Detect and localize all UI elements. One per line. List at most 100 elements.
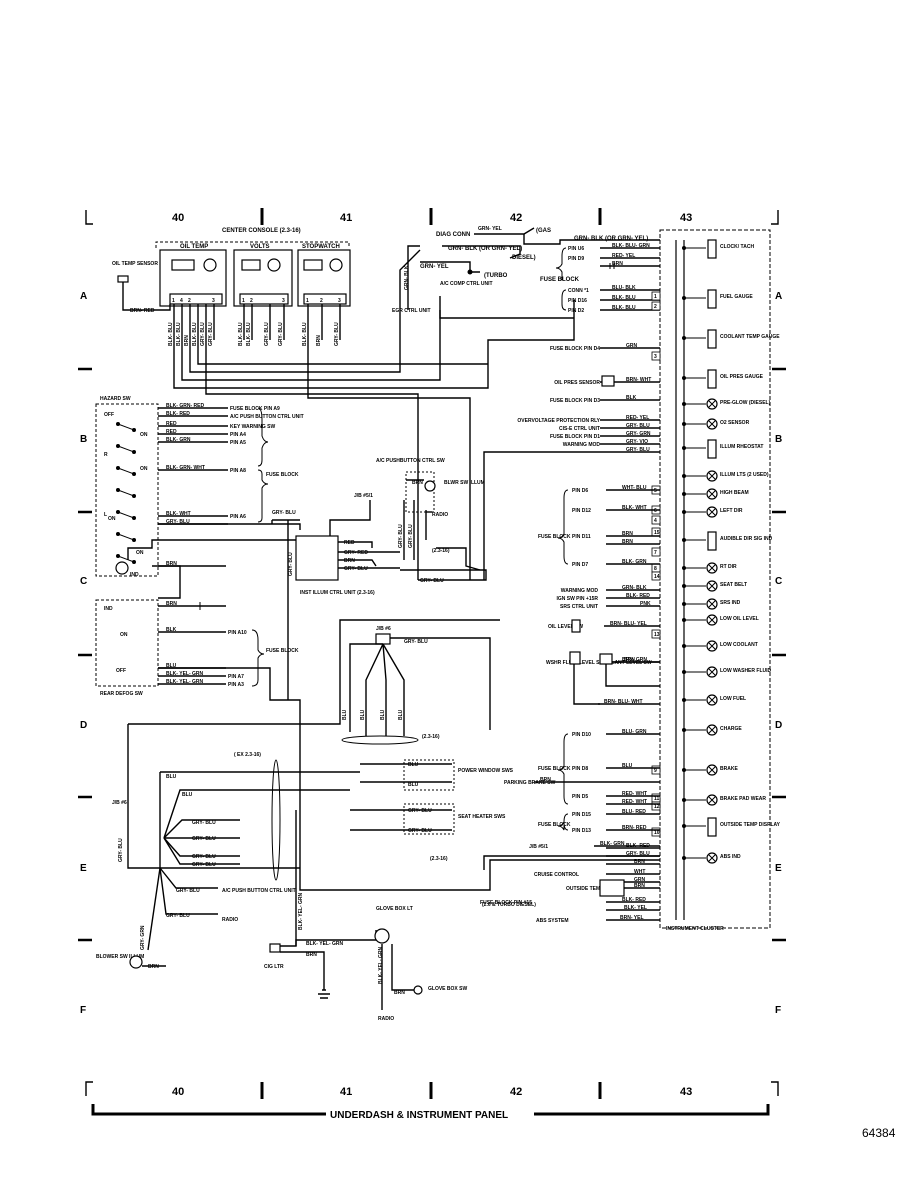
hazard-position: OFF <box>104 412 114 418</box>
right-fuse-pin: PIN D5 <box>572 794 588 800</box>
middle-row-label: OIL PRES SENSOR <box>554 380 600 386</box>
cluster-item-label: AUDIBLE DIR SIG IND <box>720 536 773 542</box>
right-fuse-label: FUSE BLOCK <box>538 534 571 540</box>
row-label: E <box>775 863 782 874</box>
gauge-label: VOLTS <box>250 244 270 250</box>
gauge-label: STOPWATCH <box>302 244 340 250</box>
cluster-item-label: BRAKE <box>720 766 738 772</box>
svg-text:GLOVE BOX LT: GLOVE BOX LT <box>376 906 413 912</box>
svg-text:J/B #5/1: J/B #5/1 <box>354 493 373 499</box>
footer-title: UNDERDASH & INSTRUMENT PANEL <box>330 1110 508 1121</box>
svg-text:(TURBO: (TURBO <box>484 273 508 279</box>
right-misc-wire: GRY- BLU <box>626 851 650 857</box>
right-misc-label: (2.6 & TURBO DIESEL) <box>482 902 536 908</box>
defog-position: OFF <box>116 668 126 674</box>
hazard-wire: RED <box>166 429 177 435</box>
fuse-block-label: FUSE BLOCK <box>266 472 299 478</box>
right-fuse-wire: BLU- RED <box>622 809 646 815</box>
inst-illum-ctrl-unit <box>295 535 339 581</box>
svg-text:( EX 2.3-16): ( EX 2.3-16) <box>234 752 261 758</box>
middle-row-label: FUSE BLOCK PIN D1 <box>550 434 600 440</box>
svg-text:RADIO: RADIO <box>378 1016 394 1022</box>
svg-text:BRN: BRN <box>148 964 159 970</box>
row-label: C <box>775 576 782 587</box>
cluster-item-label: O2 SENSOR <box>720 420 750 426</box>
defog-wire: BLK- YEL- GRN <box>166 679 204 685</box>
hazard-dest: PIN A6 <box>230 514 246 520</box>
middle-row-label: WARNING MOD <box>563 442 601 448</box>
hazard-dest: PIN A5 <box>230 440 246 446</box>
center-console-title: CENTER CONSOLE (2.3-16) <box>222 228 301 234</box>
row-label: A <box>80 291 87 302</box>
right-fuse-pin: PIN D15 <box>572 812 591 818</box>
right-fuse-pin: PIN D7 <box>572 562 588 568</box>
svg-text:A/C PUSHBUTTON CTRL SW: A/C PUSHBUTTON CTRL SW <box>376 458 445 464</box>
svg-text:DIESEL): DIESEL) <box>512 255 536 261</box>
cluster-pin: 15 <box>654 530 660 536</box>
svg-text:GLOVE BOX SW: GLOVE BOX SW <box>428 986 467 992</box>
right-fuse-wire: RED- WHT <box>622 791 647 797</box>
right-misc-wire: BRN- BLU- WHT <box>604 699 643 705</box>
cluster-item-label: OUTSIDE TEMP DISPLAY <box>720 822 781 828</box>
right-fuse-label: FUSE BLOCK <box>538 822 571 828</box>
svg-text:GRY- BLU: GRY- BLU <box>192 854 216 860</box>
cluster-item-label: LEFT DIR <box>720 508 743 514</box>
svg-text:BLK- YEL- GRN: BLK- YEL- GRN <box>298 892 304 930</box>
fuse-wire-label: BLU- BLK <box>612 285 636 291</box>
right-misc-label: OIL LEVEL SW <box>548 624 583 630</box>
hazard-position: R <box>104 452 108 458</box>
row-markers: A B C D E F A B C D E F <box>78 291 786 1016</box>
defog-position: ON <box>120 632 128 638</box>
cluster-item-label: RT DIR <box>720 564 737 570</box>
right-fuse-pin: PIN D8 <box>572 766 588 772</box>
middle-row-wire: GRY- BLU <box>626 447 650 453</box>
svg-text:GRN- BLK: GRN- BLK <box>404 265 410 290</box>
hazard-position: ON <box>108 516 116 522</box>
right-misc-wire: BRN <box>634 883 645 889</box>
cluster-pin: 13 <box>654 632 660 638</box>
cluster-pin: 8 <box>654 566 657 572</box>
ac-wire: BRN <box>344 558 355 564</box>
middle-row-wire: BLK <box>626 395 637 401</box>
right-misc-label: ABS SYSTEM <box>536 918 569 924</box>
right-misc-wire: BRN- BLU- YEL <box>610 621 647 627</box>
seat-heater-label: SEAT HEATER SWS <box>458 814 506 820</box>
console-pin: 3 <box>338 298 341 304</box>
fuse-pin-label: PIN U6 <box>568 246 584 252</box>
ac-pushbutton-section: A/C PUSHBUTTON CTRL SW J/B #5/1 BLWR SW … <box>272 458 487 700</box>
svg-text:GRY- GRN: GRY- GRN <box>140 925 146 950</box>
hazard-wire: BLK- GRN <box>166 437 191 443</box>
defog-wire: BRN <box>166 561 177 567</box>
middle-row-wire: GRY- GRN <box>626 431 651 437</box>
hazard-wire: RED <box>166 421 177 427</box>
ac-comp-label: A/C COMP CTRL UNIT <box>440 281 493 287</box>
svg-text:BLU: BLU <box>342 709 348 720</box>
right-fuse-pin: PIN D6 <box>572 488 588 494</box>
defog-dest: PIN A10 <box>228 630 247 636</box>
cluster-item-label: LOW FUEL <box>720 696 746 702</box>
fuse-pin-label: PIN D2 <box>568 308 584 314</box>
svg-text:BLU: BLU <box>380 709 386 720</box>
cluster-label: INSTRUMENT CLUSTER <box>666 926 724 932</box>
oil-temp-sensor-wire: BRN- RED <box>130 308 155 314</box>
console-wire-label: GRY- BLU <box>200 322 206 346</box>
middle-row-label: CIS-E CTRL UNIT <box>559 426 600 432</box>
power-window-label: POWER WINDOW SWS <box>458 768 514 774</box>
right-fuse-wire: BRN- RED <box>622 825 647 831</box>
console-pin: 2 <box>320 298 323 304</box>
svg-text:J/B #6: J/B #6 <box>376 626 391 632</box>
cluster-item-label: CHARGE <box>720 726 742 732</box>
console-wire-label: BLK- BLU <box>192 322 198 346</box>
svg-text:DIAG CONN: DIAG CONN <box>436 232 470 238</box>
right-fuse-pin: PIN D13 <box>572 828 591 834</box>
right-fuse-wire: BLK- GRN <box>622 559 647 565</box>
console-wire-label: GRY- BLU <box>334 322 340 346</box>
cluster-item-label: HIGH BEAM <box>720 490 749 496</box>
hazard-wire: BLK- RED <box>166 411 190 417</box>
console-wire-label: BLK- BLU <box>168 322 174 346</box>
fuse-pin-label: CONN *1 <box>568 288 589 294</box>
svg-text:RADIO: RADIO <box>432 512 448 518</box>
ac-wire: GRY- BLU <box>288 552 294 576</box>
